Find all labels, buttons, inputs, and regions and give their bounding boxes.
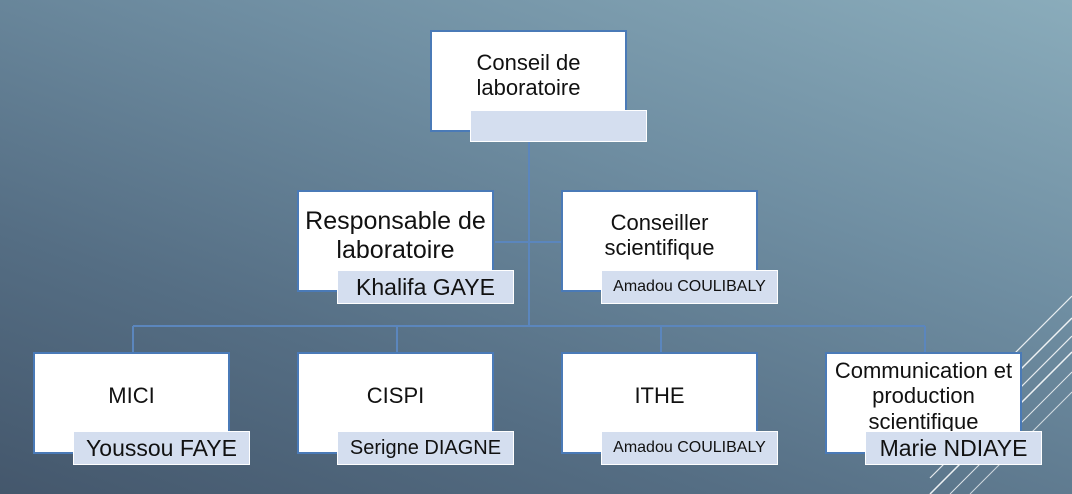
node-person-box: Amadou COULIBALY	[601, 270, 778, 304]
node-person: Amadou COULIBALY	[613, 278, 766, 295]
node-person: Khalifa GAYE	[356, 273, 495, 300]
node-title: ITHE	[634, 383, 685, 409]
node-person: Amadou COULIBALY	[613, 439, 766, 456]
node-title: CISPI	[366, 383, 425, 409]
node-person-placeholder	[470, 110, 647, 142]
node-title: Conseil de laboratoire	[476, 50, 581, 101]
node-person-box: Amadou COULIBALY	[601, 431, 778, 465]
node-title: Responsable de laboratoire	[305, 207, 486, 264]
node-person-box: Marie NDIAYE	[865, 431, 1042, 465]
node-title: MICI	[108, 383, 155, 409]
node-title: Communication et production scientifique	[834, 358, 1013, 434]
node-title: Conseiller scientifique	[604, 210, 715, 261]
node-person-box: Serigne DIAGNE	[337, 431, 514, 465]
node-person: Youssou FAYE	[86, 434, 237, 461]
node-person: Marie NDIAYE	[879, 434, 1028, 461]
node-person: Serigne DIAGNE	[349, 436, 502, 459]
node-person-box: Youssou FAYE	[73, 431, 250, 465]
node-person-box: Khalifa GAYE	[337, 270, 514, 304]
